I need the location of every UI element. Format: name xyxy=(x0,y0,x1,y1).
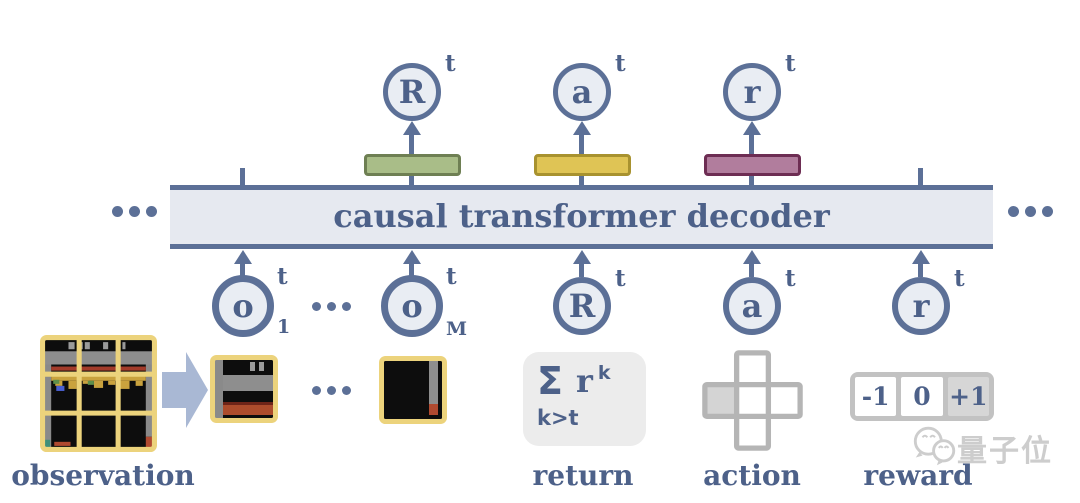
sum-condition: k>t xyxy=(537,406,579,430)
connector-line xyxy=(579,263,584,277)
connector-line xyxy=(749,176,754,186)
node-input-obs-first-sup: t xyxy=(277,263,288,290)
tick-icon xyxy=(240,168,245,185)
obs-token-gap-dots-icon xyxy=(312,302,351,311)
node-input-reward-symbol: r xyxy=(912,287,930,325)
tick-icon xyxy=(918,168,923,185)
node-pred-reward-symbol: r xyxy=(743,73,761,111)
node-input-obs-last: o xyxy=(381,275,443,337)
node-input-obs-last-sup: t xyxy=(446,263,457,290)
reward-embedding-box xyxy=(704,154,801,176)
connector-line xyxy=(409,134,414,155)
connector-line xyxy=(579,176,584,186)
node-input-return-sup: t xyxy=(615,265,626,292)
node-input-action-sup: t xyxy=(785,265,796,292)
watermark-text: 量子位 xyxy=(957,434,1053,469)
reward-cell-plus1: +1 xyxy=(947,377,989,416)
arrow-up-icon xyxy=(403,121,421,135)
node-input-reward: r xyxy=(892,277,950,335)
arrow-up-icon xyxy=(912,250,930,264)
arrow-up-icon xyxy=(743,121,761,135)
node-pred-action: a xyxy=(553,63,611,121)
sigma-symbol: Σ xyxy=(537,359,563,403)
connector-line xyxy=(749,263,754,277)
reward-term-sup: k xyxy=(597,362,611,384)
image-patch-last xyxy=(379,356,447,424)
reward-cell-zero: 0 xyxy=(901,377,943,416)
return-formula-box: Σ r k k>t xyxy=(523,352,646,446)
patch-gap-dots-icon xyxy=(312,386,351,395)
node-pred-action-sup: t xyxy=(615,50,626,77)
image-patch-first xyxy=(210,355,278,423)
node-pred-reward-sup: t xyxy=(785,50,796,77)
node-input-obs-first-sub: 1 xyxy=(277,316,291,338)
node-input-action-symbol: a xyxy=(741,287,763,325)
node-pred-return: R xyxy=(383,63,441,121)
node-pred-return-sup: t xyxy=(445,50,456,77)
arrow-up-icon xyxy=(573,250,591,264)
arrow-up-icon xyxy=(573,121,591,135)
node-input-obs-last-sub: M xyxy=(446,318,468,340)
connector-line xyxy=(749,134,754,155)
arrow-up-icon xyxy=(743,250,761,264)
return-embedding-box xyxy=(364,154,461,176)
ellipsis-left-icon xyxy=(112,206,157,217)
ellipsis-right-icon xyxy=(1008,206,1053,217)
wechat-logo-icon xyxy=(913,426,956,466)
return-label: return xyxy=(532,459,634,492)
connector-line xyxy=(409,176,414,186)
observation-label: observation xyxy=(11,459,195,492)
causal-transformer-decoder-bar: causal transformer decoder xyxy=(170,185,993,249)
dpad-action-icon xyxy=(702,350,803,451)
node-pred-return-symbol: R xyxy=(398,73,426,111)
node-input-obs-last-symbol: o xyxy=(401,287,423,325)
node-pred-reward: r xyxy=(723,63,781,121)
node-input-obs-first: o xyxy=(212,275,274,337)
node-input-action: a xyxy=(723,277,781,335)
reward-cell-minus1: -1 xyxy=(855,377,897,416)
action-embedding-box xyxy=(534,154,631,176)
action-label: action xyxy=(703,459,801,492)
reward-value-strip: -1 0 +1 xyxy=(850,372,994,421)
connector-line xyxy=(579,134,584,155)
node-input-return-symbol: R xyxy=(568,287,596,325)
reward-term: r xyxy=(575,362,593,400)
node-input-return: R xyxy=(553,277,611,335)
arrow-up-icon xyxy=(234,250,252,264)
patchify-right-arrow-icon xyxy=(162,352,208,428)
observation-thumbnail xyxy=(40,335,157,452)
node-input-obs-first-symbol: o xyxy=(232,287,254,325)
arrow-up-icon xyxy=(403,250,421,264)
connector-line xyxy=(240,263,245,277)
node-input-reward-sup: t xyxy=(954,265,965,292)
connector-line xyxy=(409,263,414,277)
reward-label: reward xyxy=(863,459,973,492)
node-pred-action-symbol: a xyxy=(571,73,593,111)
connector-line xyxy=(918,263,923,277)
